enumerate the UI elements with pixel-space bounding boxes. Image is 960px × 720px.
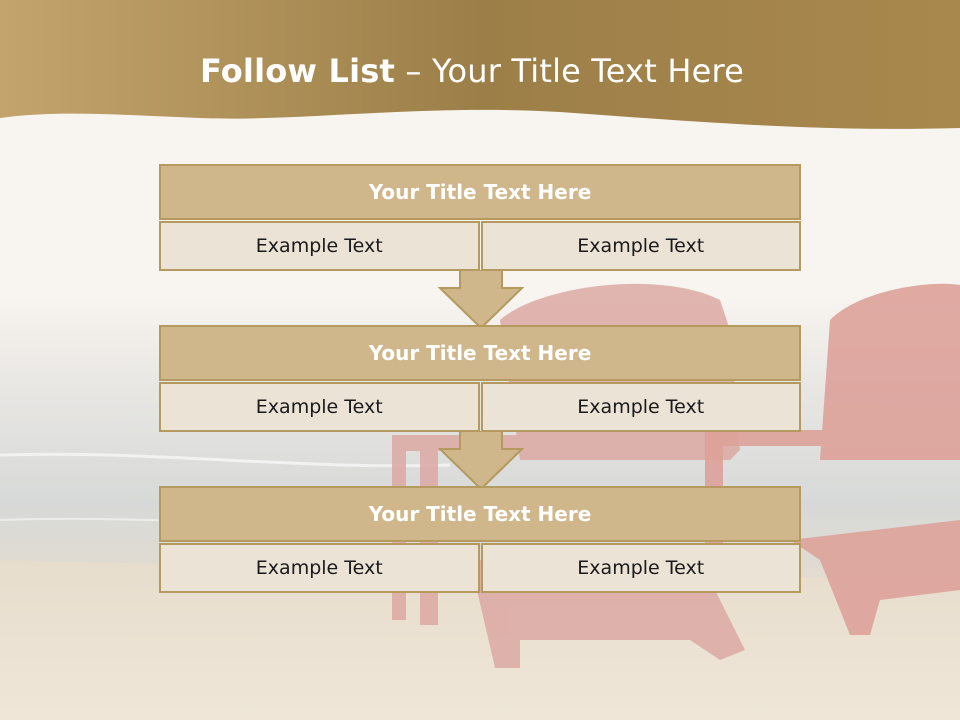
step-3-right-cell: Example Text <box>480 543 801 593</box>
slide-title: Follow List – Your Title Text Here <box>0 52 944 90</box>
title-rest: – Your Title Text Here <box>395 52 745 90</box>
step-3-left-cell: Example Text <box>159 543 480 593</box>
step-title-1: Your Title Text Here <box>159 164 801 220</box>
step-2-left-cell: Example Text <box>159 382 480 432</box>
step-1-right-cell: Example Text <box>480 221 801 271</box>
step-title-2: Your Title Text Here <box>159 325 801 381</box>
step-2-right-cell: Example Text <box>480 382 801 432</box>
step-box-1: Your Title Text Here Example Text Exampl… <box>159 164 801 271</box>
down-arrow-icon <box>438 431 524 491</box>
step-1-left-cell: Example Text <box>159 221 480 271</box>
step-box-3: Your Title Text Here Example Text Exampl… <box>159 486 801 593</box>
title-bold: Follow List <box>199 52 396 90</box>
step-title-3: Your Title Text Here <box>159 486 801 542</box>
step-box-2: Your Title Text Here Example Text Exampl… <box>159 325 801 432</box>
down-arrow-icon <box>438 270 524 330</box>
